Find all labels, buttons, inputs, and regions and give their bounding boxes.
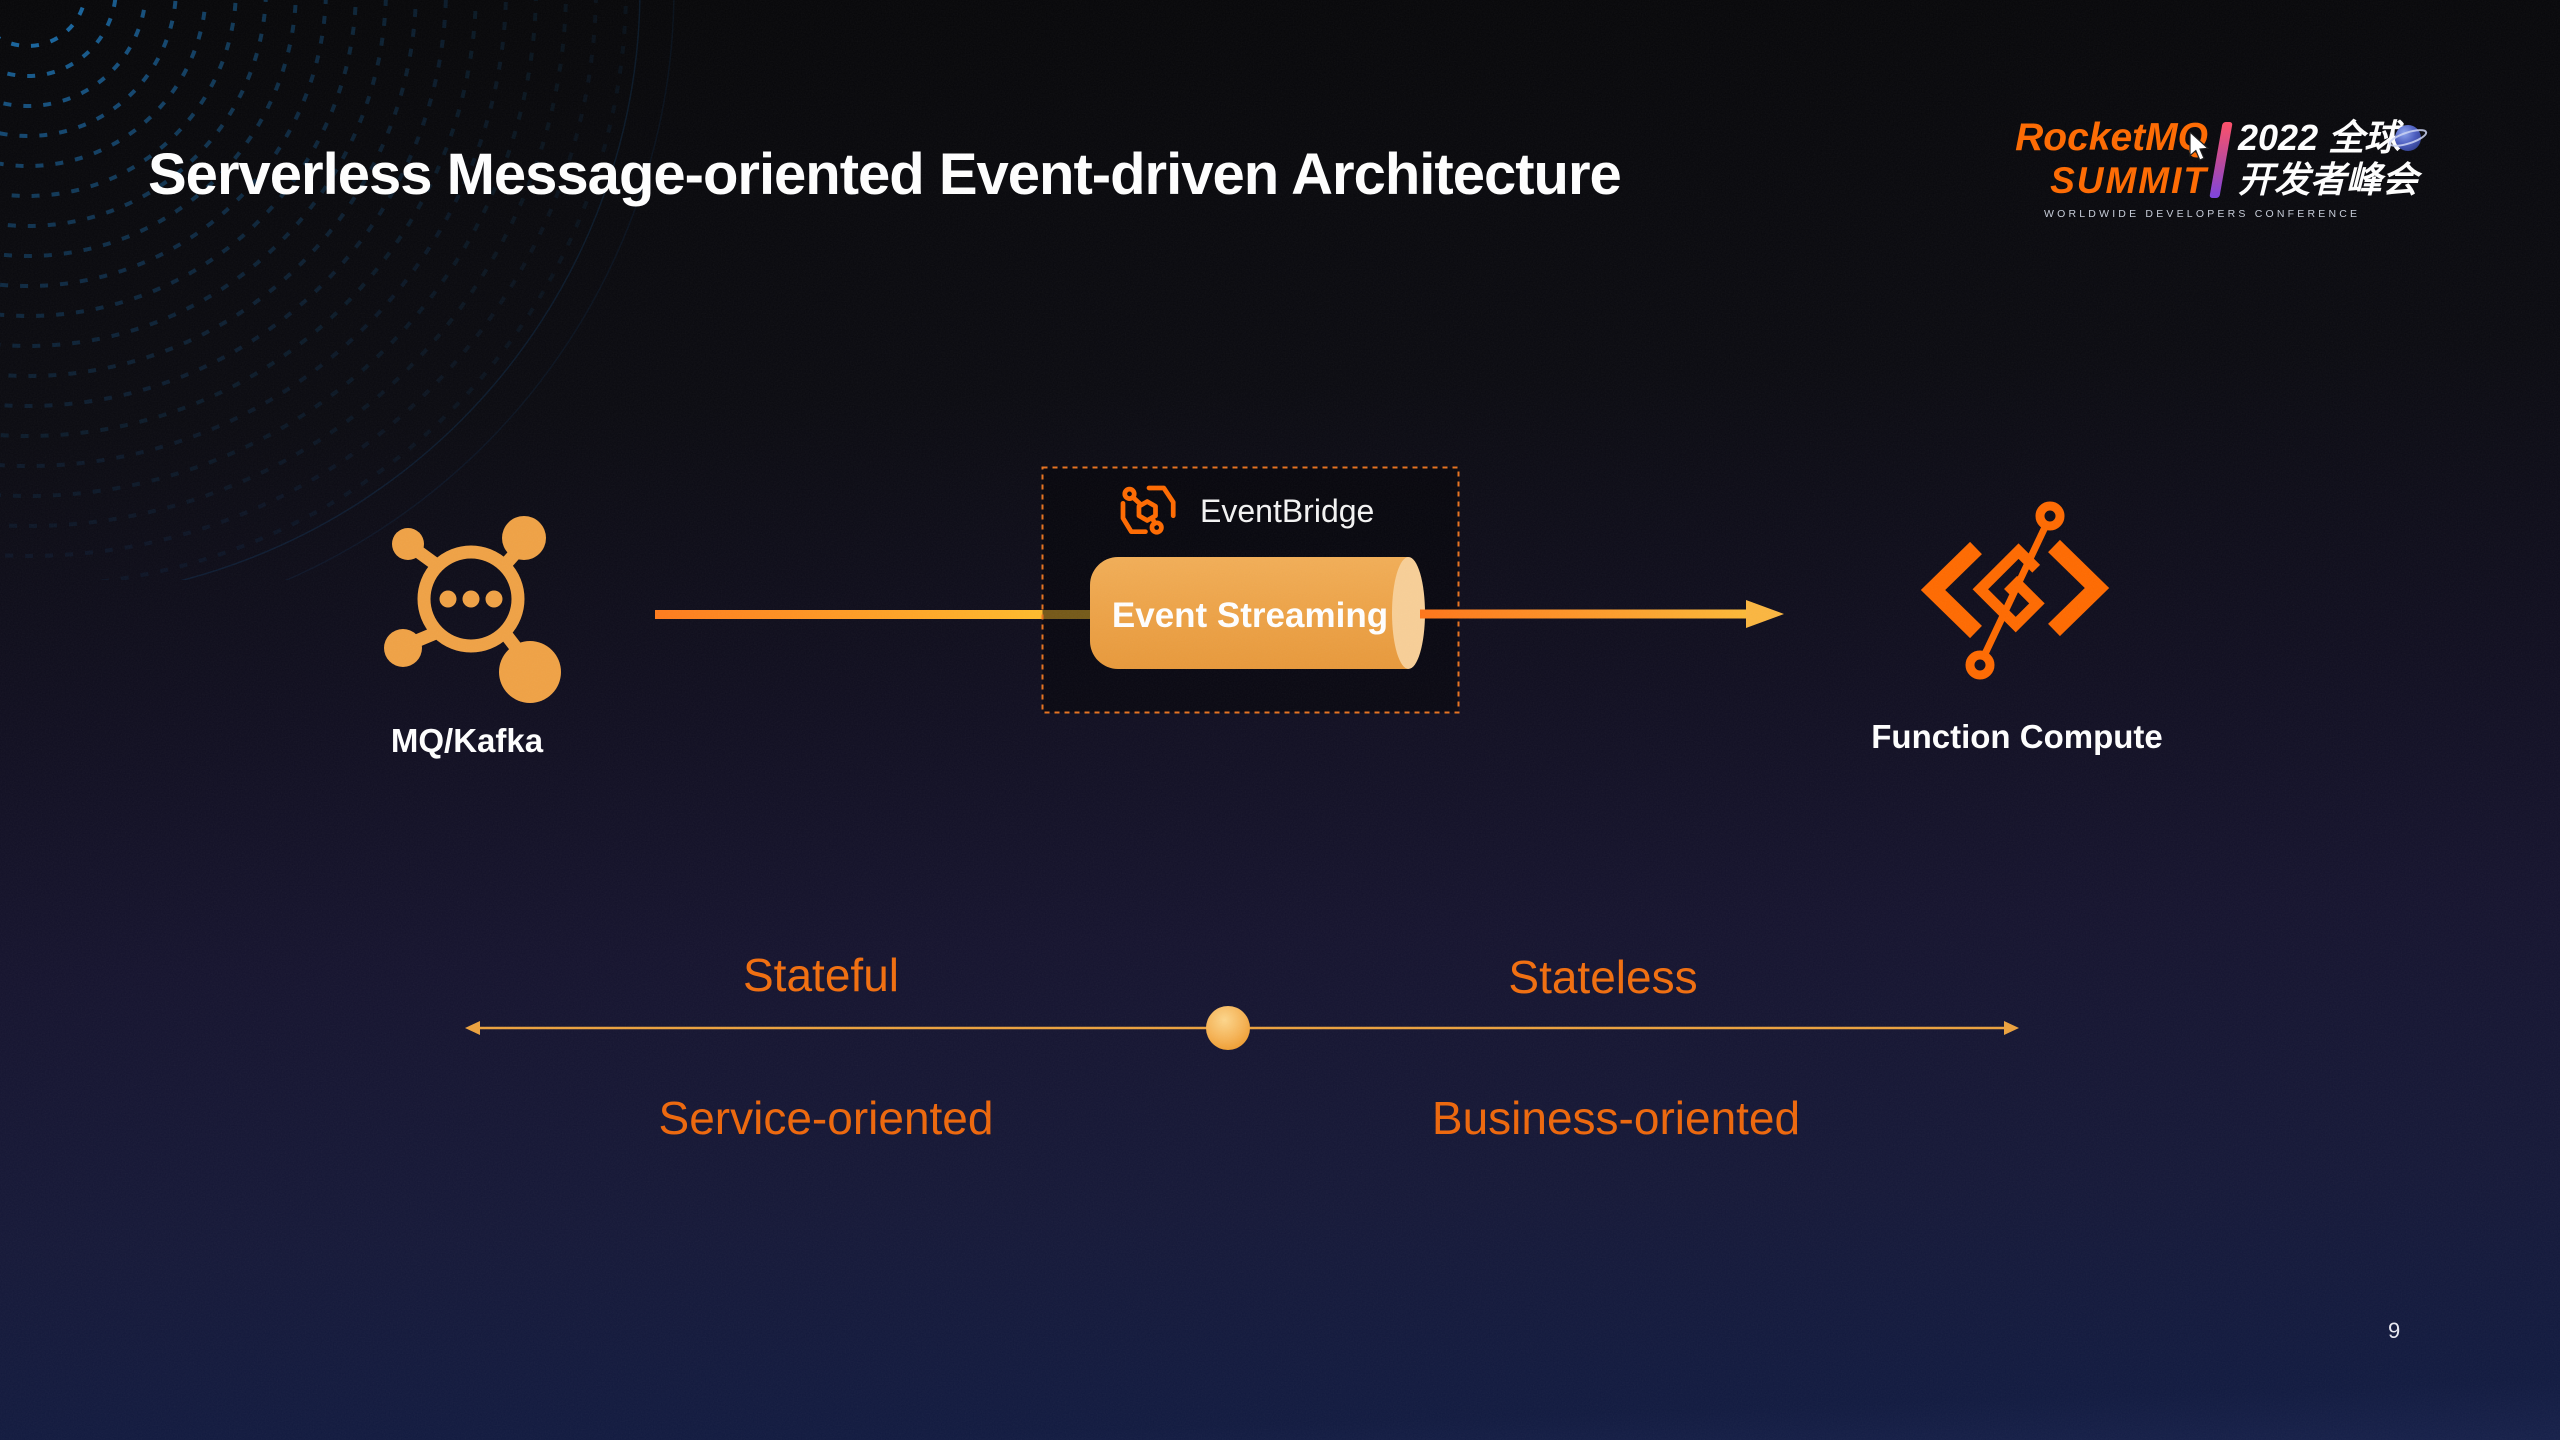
rocketmq-brand: RocketMQ SUMMIT xyxy=(2010,118,2208,199)
eventbridge-title: EventBridge xyxy=(1200,492,1375,529)
dotted-arc-pattern xyxy=(0,0,675,580)
spectrum-slider-dot xyxy=(1206,1006,1250,1050)
target-label: Function Compute xyxy=(1871,718,2163,755)
flow-arrow-right-segment xyxy=(1420,600,1784,628)
rocketmq-wordmark: RocketMQ xyxy=(2015,116,2208,159)
conference-tagline: WORLDWIDE DEVELOPERS CONFERENCE xyxy=(2044,208,2361,220)
spectrum-label-stateless: Stateless xyxy=(1508,951,1698,1003)
eventbridge-header: EventBridge xyxy=(1118,485,1374,537)
spectrum-label-business-oriented: Business-oriented xyxy=(1431,1092,1801,1144)
flow-arrow-left-segment xyxy=(655,610,1092,619)
summit-wordmark: SUMMIT xyxy=(2050,160,2208,201)
mq-kafka-icon xyxy=(384,516,561,703)
function-compute-icon xyxy=(1920,501,2110,680)
eventbridge-icon xyxy=(1120,485,1176,535)
spectrum-axis xyxy=(465,1006,2019,1050)
event-cjk-line: 开发者峰会 xyxy=(2238,159,2419,200)
conference-logo: RocketMQ SUMMIT 2022 全球 开发者峰会 WORLDWIDE … xyxy=(2010,118,2450,228)
source-label: MQ/Kafka xyxy=(390,722,544,759)
page-title: Serverless Message-oriented Event-driven… xyxy=(148,142,1622,207)
mouse-cursor-icon xyxy=(2189,132,2210,161)
stream-label: Event Streaming xyxy=(1111,596,1389,635)
page-number: 9 xyxy=(2388,1318,2401,1343)
planet-icon xyxy=(2388,125,2428,151)
spectrum-label-service-oriented: Service-oriented xyxy=(658,1092,994,1144)
spectrum-label-stateful: Stateful xyxy=(743,949,899,1001)
